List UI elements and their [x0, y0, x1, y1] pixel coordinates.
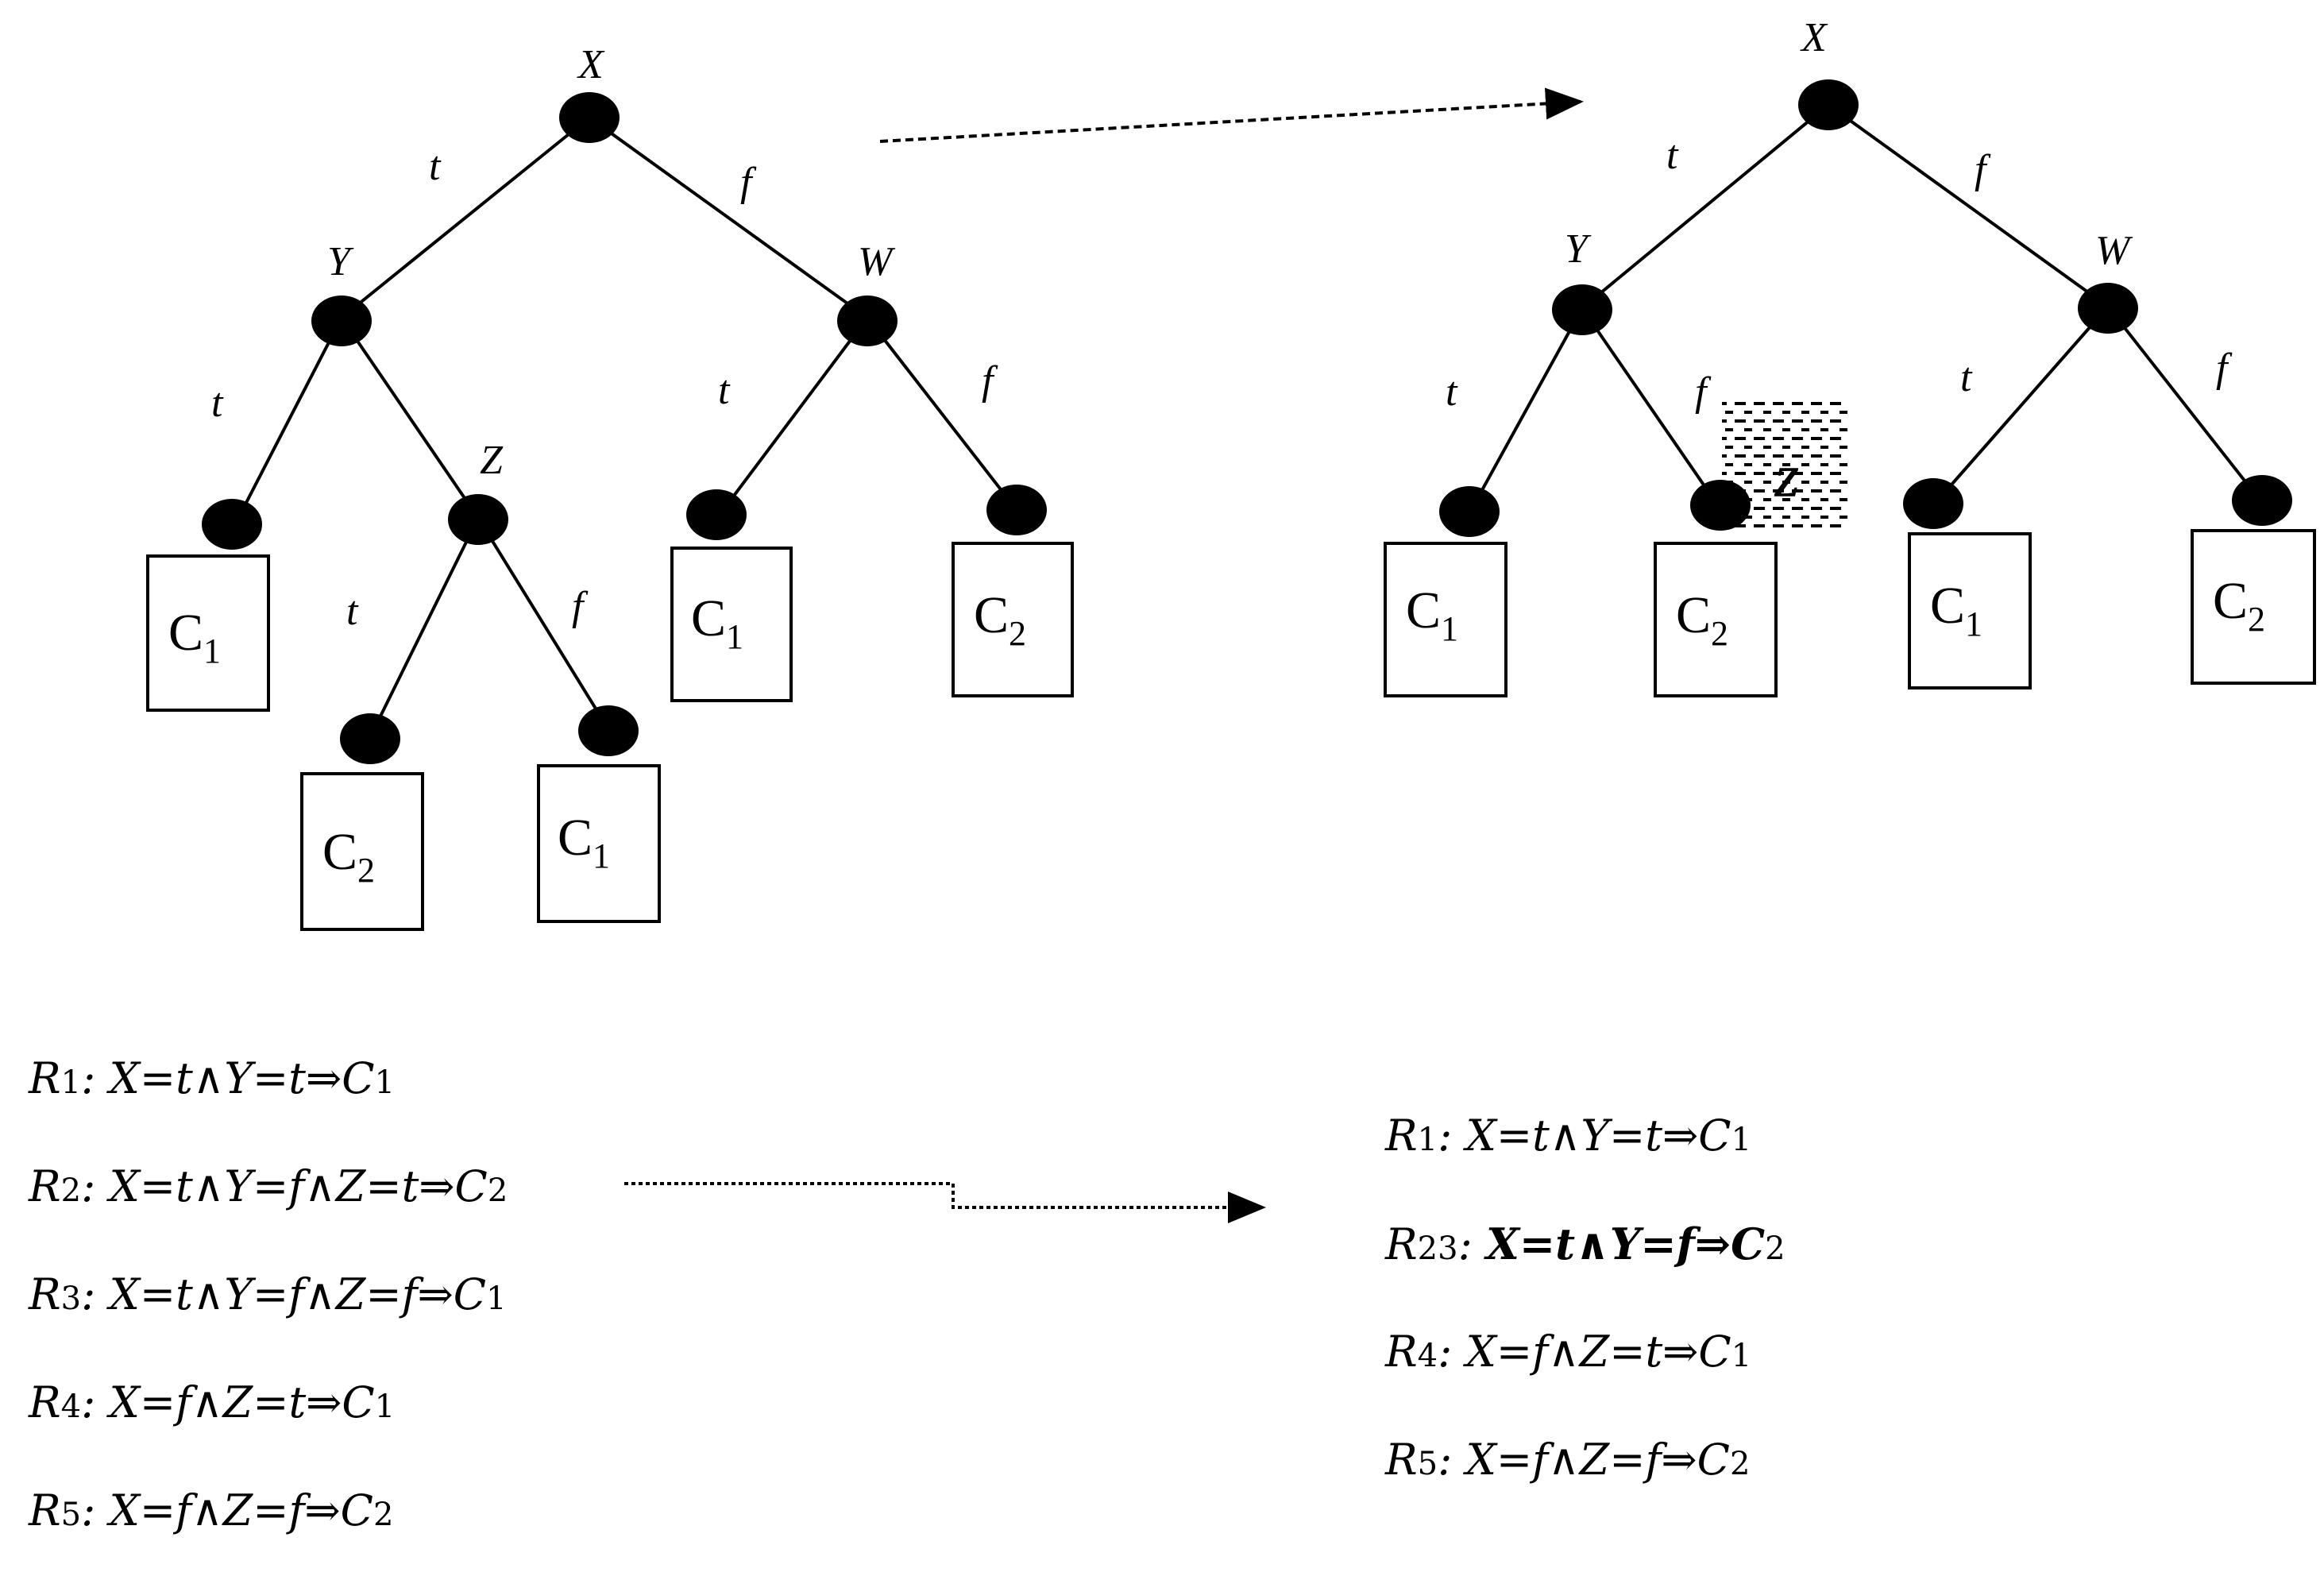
left-tree-leaf-boxes [146, 542, 1074, 931]
node-leaf-2 [340, 713, 400, 764]
node-label-y: Y [1565, 226, 1592, 272]
leaf-label-c2: C2 [1676, 586, 1728, 653]
leaf-box [2191, 529, 2316, 685]
left-tree-nodes [202, 92, 1047, 764]
edge-label: f [740, 160, 757, 205]
leaf-box [1908, 532, 2032, 690]
node-label-z: Z [480, 438, 504, 483]
rule-r1: R1: X=t∧Y=t⇒C1 [29, 1053, 396, 1103]
right-tree-leaf-boxes [1384, 529, 2316, 697]
node-leaf-4 [686, 489, 747, 540]
rule-r4: R4: X=f∧Z=t⇒C1 [1385, 1327, 1752, 1377]
edge-y-z [340, 316, 480, 520]
node-leaf-3 [578, 705, 639, 756]
left-tree-edges [234, 116, 1018, 738]
edge-w-c2 [866, 316, 1018, 512]
leaf-label-c1: C1 [1406, 581, 1458, 648]
edge-w-c1 [1933, 305, 2110, 505]
node-label-w: W [858, 239, 896, 284]
edge-w-c1 [718, 316, 869, 516]
node-leaf-2 [1690, 480, 1751, 531]
edge-x-w [1827, 103, 2110, 308]
leaf-label-c1: C1 [1930, 577, 1982, 643]
leaf-box [1384, 542, 1508, 697]
node-w [837, 296, 898, 346]
edge-y-c1 [234, 317, 343, 525]
leaf-label-c1: C1 [558, 809, 610, 875]
edge-label: t [429, 144, 442, 189]
edge-y-c2 [1581, 307, 1720, 508]
edge-x-y [1581, 103, 1830, 310]
leaf-label-c1: C1 [168, 604, 221, 670]
edge-label: f [1975, 147, 1991, 192]
edge-label: t [211, 380, 224, 426]
node-y [311, 296, 372, 346]
rule-r5: R5: X=f∧Z=f⇒C2 [29, 1485, 394, 1535]
leaf-box [300, 772, 424, 931]
right-tree-nodes [1439, 79, 2292, 537]
left-tree-node-labels: X Y W Z [327, 42, 896, 483]
rule-r23: R23: X=t∧Y=f⇒C2 [1385, 1219, 1785, 1269]
edge-label: f [1695, 369, 1712, 415]
leaf-box [537, 764, 661, 923]
leaf-box [952, 542, 1074, 697]
leaf-label-c1: C1 [691, 589, 743, 656]
leaf-box [1654, 542, 1778, 697]
left-tree: X Y W Z t f t t f t f C1 C1 C2 C2 C1 [146, 42, 1074, 931]
rule-r2: R2: X=t∧Y=f∧Z=t⇒C2 [29, 1161, 508, 1211]
edge-y-c1 [1468, 307, 1584, 514]
node-leaf-1 [202, 499, 262, 550]
node-label-x: X [577, 42, 605, 87]
edge-label: t [1960, 355, 1973, 400]
edge-z-c1 [477, 516, 610, 731]
leaf-box [670, 547, 793, 702]
transform-arrow [879, 87, 1584, 143]
edge-w-c2 [2106, 305, 2260, 500]
right-tree: X Y W Z t f t f t f C1 C2 C1 C2 [1384, 15, 2316, 697]
right-tree-leaf-labels: C1 C2 C1 C2 [1406, 572, 2265, 653]
node-x [559, 92, 620, 143]
leaf-label-c2: C2 [2213, 572, 2265, 639]
edge-label: t [1446, 369, 1458, 415]
edge-label: f [982, 358, 998, 404]
node-leaf-1 [1439, 486, 1500, 537]
rule-r3: R3: X=t∧Y=f∧Z=f⇒C1 [29, 1269, 507, 1319]
node-label-x: X [1800, 15, 1828, 60]
node-x [1798, 79, 1859, 130]
left-tree-edge-labels: t f t t f t f [211, 144, 998, 634]
edge-label: t [1666, 133, 1679, 178]
rule-r1: R1: X=t∧Y=t⇒C1 [1385, 1111, 1752, 1161]
node-y [1552, 284, 1612, 335]
leaf-label-c2: C2 [974, 586, 1026, 653]
left-tree-leaf-labels: C1 C1 C2 C2 C1 [168, 586, 1026, 890]
right-tree-edges [1468, 103, 2260, 514]
node-leaf-5 [986, 485, 1047, 535]
node-label-z-pruned: Z [1774, 460, 1798, 505]
node-w [2078, 283, 2138, 334]
rules-transform-arrow [624, 1182, 1266, 1223]
edge-label: f [2216, 346, 2233, 391]
node-label-y: Y [327, 239, 354, 284]
node-z [448, 494, 508, 545]
node-label-w: W [2095, 228, 2133, 273]
node-leaf-4 [2232, 475, 2292, 526]
leaf-box [146, 554, 270, 712]
node-leaf-3 [1903, 478, 1963, 529]
right-tree-edge-labels: t f t f t f [1446, 133, 2233, 415]
leaf-label-c2: C2 [322, 823, 375, 890]
edge-x-w [588, 116, 869, 319]
rule-r5: R5: X=f∧Z=f⇒C2 [1385, 1435, 1751, 1485]
rule-r4: R4: X=f∧Z=t⇒C1 [29, 1377, 396, 1427]
edge-label: t [718, 368, 731, 413]
edge-z-c2 [369, 517, 480, 738]
edge-label: t [346, 589, 359, 634]
right-tree-node-labels: X Y W Z [1565, 15, 2133, 506]
edge-label: f [572, 584, 589, 629]
edge-x-y [340, 116, 591, 319]
